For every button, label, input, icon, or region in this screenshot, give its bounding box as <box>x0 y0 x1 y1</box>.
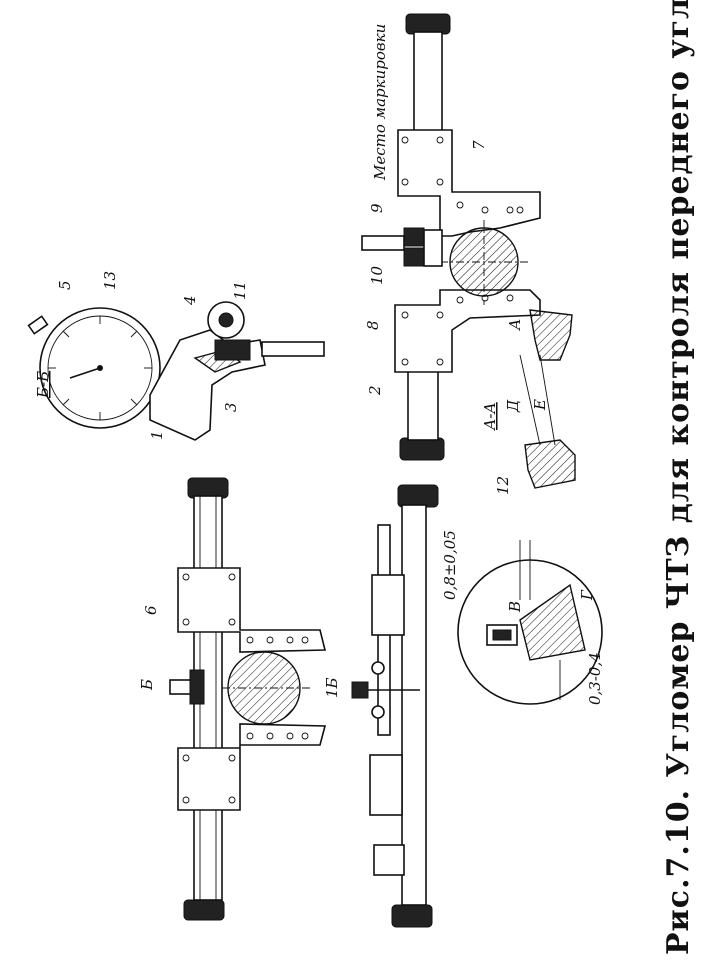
dial-ticks <box>48 316 152 420</box>
label-n9: 9 <box>368 203 386 213</box>
label-section-bb: Б-Б <box>34 371 52 399</box>
label-n6: 6 <box>142 605 160 615</box>
label-n3: 3 <box>222 402 240 412</box>
labels: Место маркировки Б-Б А-А Б 1Б 1 2 3 4 5 … <box>34 0 696 955</box>
label-n4: 4 <box>181 295 199 306</box>
label-letter-d: Д <box>504 399 522 413</box>
label-dim-03: 0,3-0,4 <box>586 652 604 705</box>
label-n7: 7 <box>470 140 488 150</box>
label-n10: 10 <box>368 265 386 285</box>
label-marking-place: Место маркировки <box>371 24 389 181</box>
detail-circle <box>457 540 603 705</box>
label-n8: 8 <box>364 320 382 330</box>
label-letter-g: Г <box>578 589 596 601</box>
label-section-aa: А-А <box>481 402 499 431</box>
label-dim-08: 0,8±0,05 <box>441 530 459 600</box>
top-view <box>361 13 541 461</box>
figure-caption: Рис.7.10. Угломер ЧТЗ для контроля перед… <box>661 0 696 955</box>
plan-view <box>351 484 439 928</box>
label-letter-e: Е <box>531 399 549 411</box>
label-letter-v: В <box>506 601 524 613</box>
left-side-view <box>169 477 327 921</box>
label-n12: 12 <box>494 476 512 495</box>
label-n5: 5 <box>56 280 74 290</box>
label-cut-b-bottom: 1Б <box>323 677 341 698</box>
label-letter-a: А <box>506 319 524 331</box>
label-n2: 2 <box>366 385 384 396</box>
label-n13: 13 <box>101 271 119 290</box>
section-aa-view <box>519 309 576 489</box>
section-bb-view <box>27 301 325 441</box>
label-cut-b-top: Б <box>138 679 156 691</box>
label-n11: 11 <box>231 281 249 300</box>
dial-needle <box>69 367 101 379</box>
label-n1: 1 <box>148 430 166 440</box>
